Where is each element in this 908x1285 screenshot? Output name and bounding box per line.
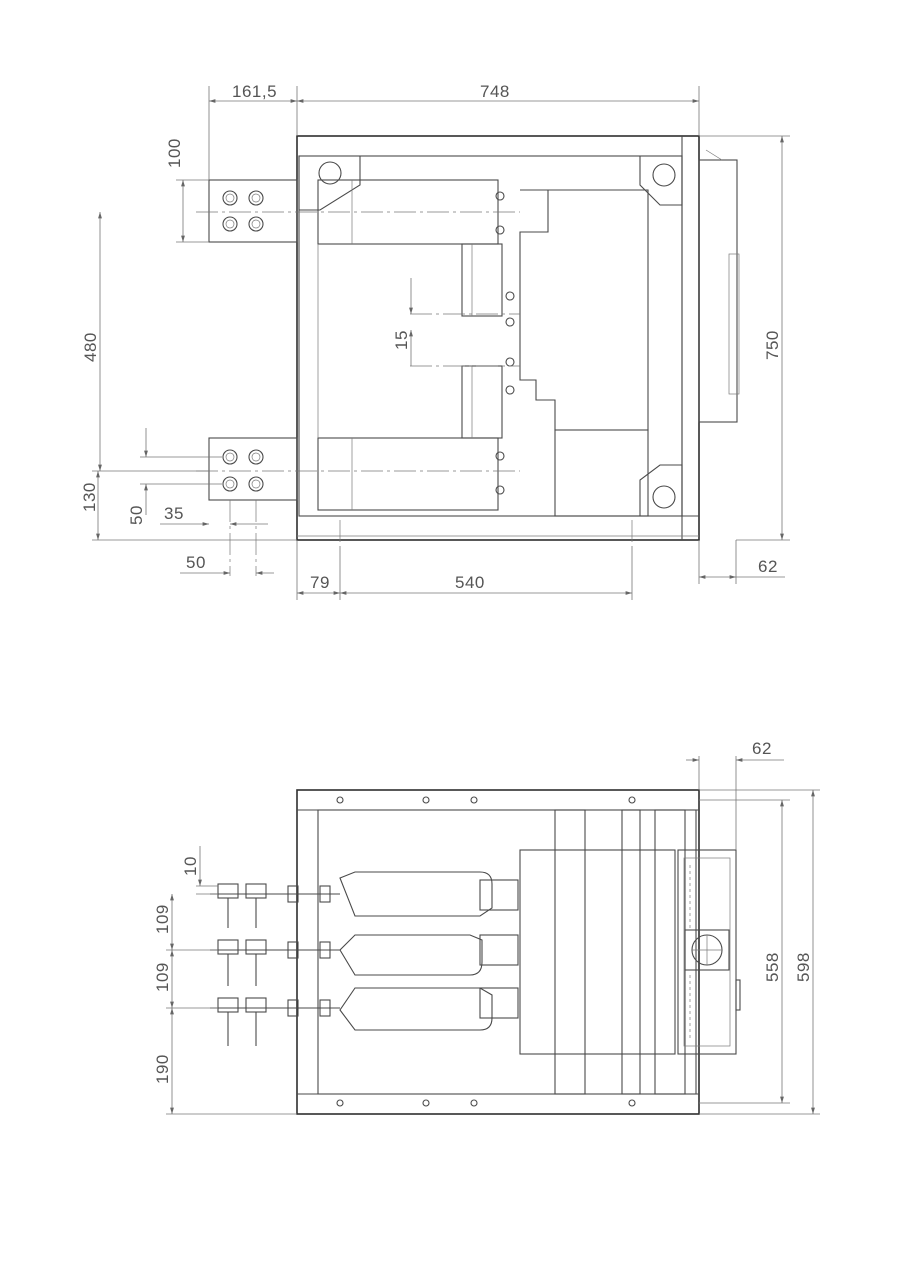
dim-79: 79 [310, 573, 330, 592]
coil-loops [339, 871, 519, 1031]
top-frame-inner [298, 155, 683, 517]
dim-558: 558 [763, 952, 782, 982]
bolt-holes-top [222, 190, 264, 232]
core-block-bottom [519, 849, 676, 1055]
dim-598: 598 [794, 952, 813, 982]
dim-190: 190 [153, 1054, 172, 1084]
coil-lower [317, 437, 499, 511]
bottom-dimensions: 62 558 598 10 109 109 190 [153, 739, 820, 1115]
bottom-frame-outline [296, 789, 700, 1115]
dim-62-top: 62 [758, 557, 778, 576]
terminal-bolts [495, 191, 515, 495]
core-block [519, 189, 649, 431]
bottom-view: 62 558 598 10 109 109 190 [153, 739, 820, 1115]
dim-50-vertical: 50 [127, 505, 146, 525]
dim-748: 748 [480, 82, 510, 101]
dim-10: 10 [181, 856, 200, 876]
top-view: 161,5 748 100 480 750 15 130 50 [80, 82, 790, 600]
dim-480: 480 [81, 332, 100, 362]
top-busbar-plate [208, 179, 298, 243]
terminal-panel [677, 849, 737, 1055]
frame-rail-holes [336, 796, 636, 1107]
dim-109-a: 109 [153, 904, 172, 934]
dim-50-horizontal: 50 [186, 553, 206, 572]
connector-box [684, 929, 730, 971]
dim-540: 540 [455, 573, 485, 592]
dim-100: 100 [165, 138, 184, 168]
bottom-busbar-plate [208, 437, 298, 501]
dim-750: 750 [763, 330, 782, 360]
dim-15: 15 [392, 330, 411, 350]
dim-130: 130 [80, 482, 99, 512]
dim-109-b: 109 [153, 962, 172, 992]
side-mount [698, 159, 738, 423]
dim-161-5: 161,5 [232, 82, 277, 101]
dim-35: 35 [164, 504, 184, 523]
input-bolt-studs [210, 883, 340, 1046]
dim-62-bottom: 62 [752, 739, 772, 758]
top-dimensions: 161,5 748 100 480 750 15 130 50 [80, 82, 790, 600]
bolt-holes-bottom [222, 449, 264, 492]
